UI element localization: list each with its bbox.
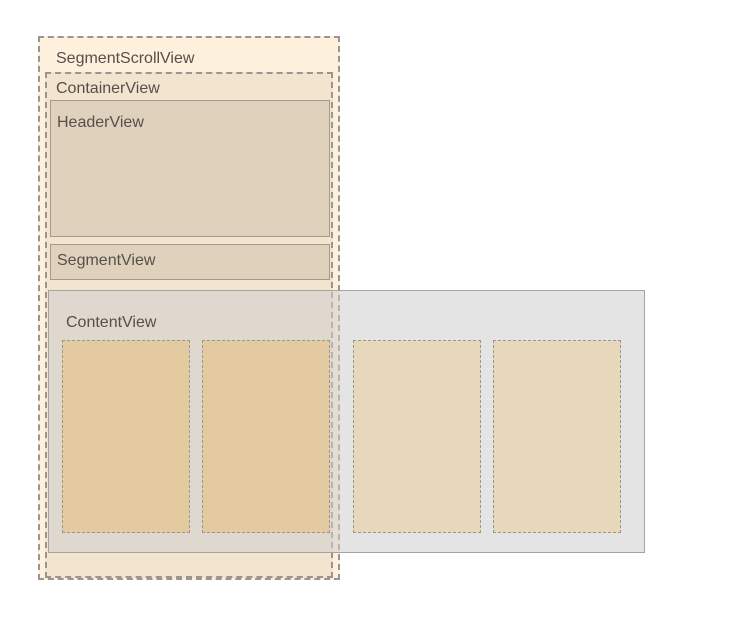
- content-page-4: [493, 340, 621, 533]
- segment-view: SegmentView: [50, 244, 330, 280]
- content-page-3: [353, 340, 481, 533]
- segment-scroll-view-label: SegmentScrollView: [56, 50, 195, 67]
- content-page-1: [62, 340, 190, 533]
- content-view-label: ContentView: [66, 314, 157, 331]
- header-view-label: HeaderView: [57, 114, 144, 131]
- content-page-2: [202, 340, 330, 533]
- segment-view-label: SegmentView: [57, 252, 156, 269]
- header-view: HeaderView: [50, 100, 330, 237]
- container-view-label: ContainerView: [56, 80, 160, 97]
